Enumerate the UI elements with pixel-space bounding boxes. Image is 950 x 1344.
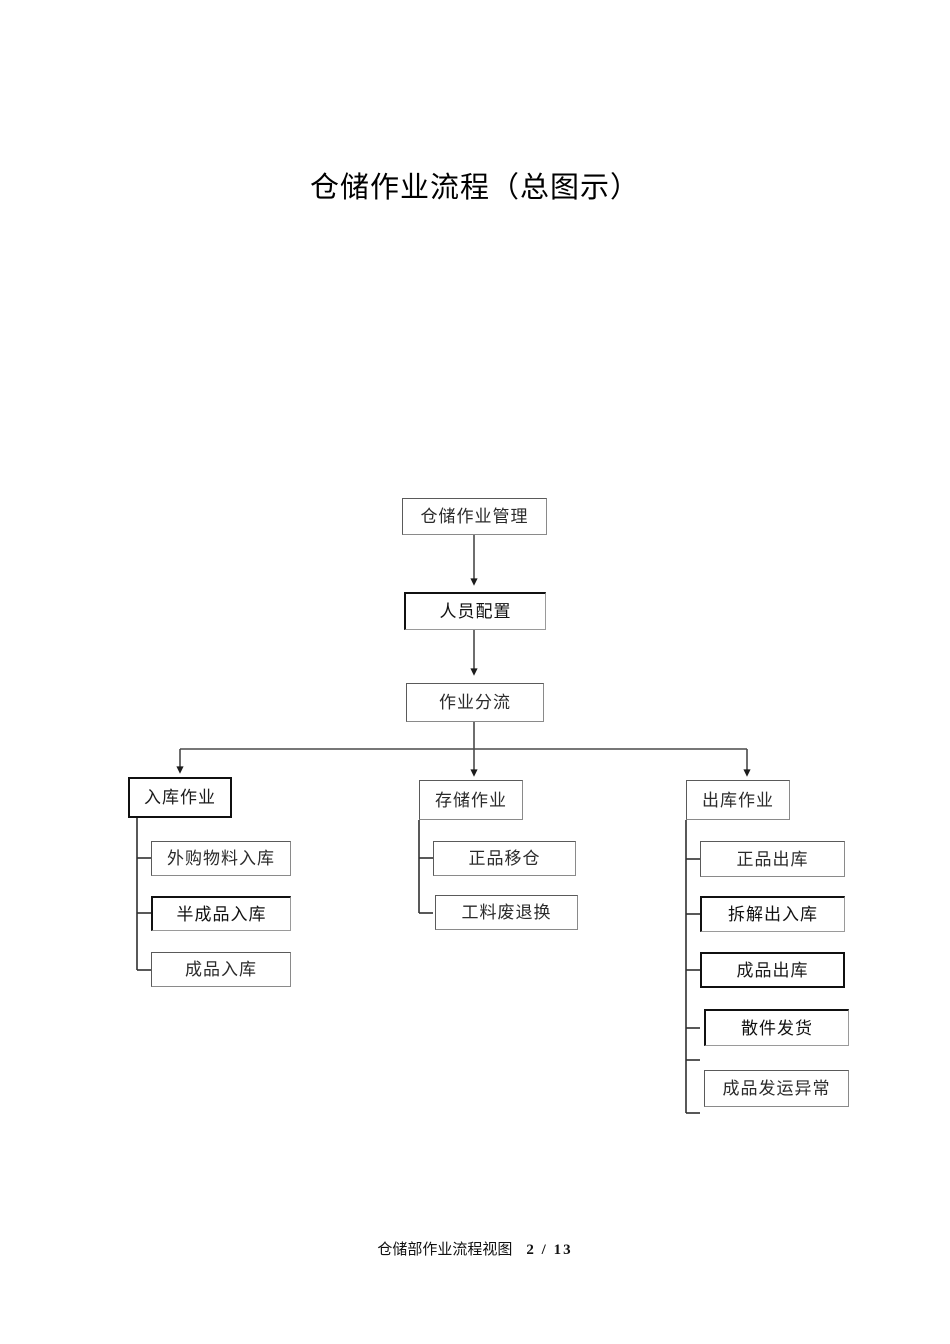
node-finished-goods-outbound[interactable]: 成品出库 <box>700 952 845 988</box>
node-finished-goods-shipping-exception[interactable]: 成品发运异常 <box>704 1070 849 1107</box>
node-good-stock-outbound[interactable]: 正品出库 <box>700 841 845 877</box>
node-finished-goods-inbound[interactable]: 成品入库 <box>151 952 291 987</box>
page-number: 2 / 13 <box>526 1242 573 1258</box>
page-footer: 仓储部作业流程视图 2 / 13 <box>0 1238 950 1259</box>
node-inbound-operation[interactable]: 入库作业 <box>128 777 232 818</box>
node-storage-operation[interactable]: 存储作业 <box>419 780 523 820</box>
node-warehouse-operation-management[interactable]: 仓储作业管理 <box>402 498 547 535</box>
page-title: 仓储作业流程（总图示） <box>309 172 640 204</box>
node-loose-parts-shipment[interactable]: 散件发货 <box>704 1009 849 1046</box>
node-staffing[interactable]: 人员配置 <box>404 592 546 630</box>
node-disassembly-in-out[interactable]: 拆解出入库 <box>700 896 845 932</box>
node-semi-finished-inbound[interactable]: 半成品入库 <box>151 896 291 931</box>
node-task-dispatch[interactable]: 作业分流 <box>406 683 544 722</box>
node-purchased-material-inbound[interactable]: 外购物料入库 <box>151 841 291 876</box>
node-material-scrap-return-exchange[interactable]: 工料废退换 <box>435 895 578 930</box>
footer-label: 仓储部作业流程视图 <box>377 1242 513 1258</box>
node-outbound-operation[interactable]: 出库作业 <box>686 780 790 820</box>
node-good-stock-transfer[interactable]: 正品移仓 <box>433 841 576 876</box>
